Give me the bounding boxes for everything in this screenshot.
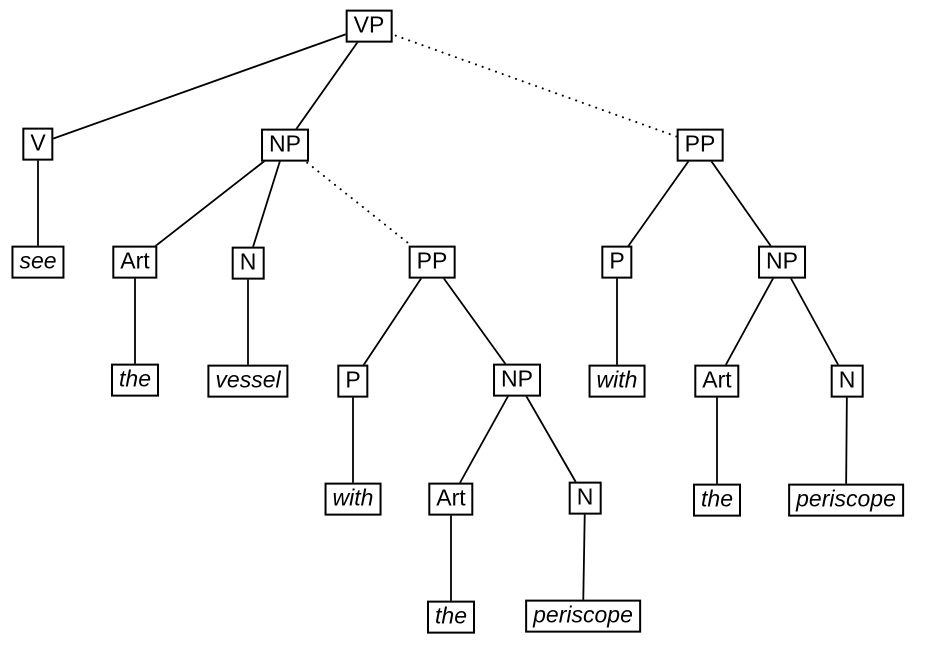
tree-node-art2: Art <box>428 482 474 516</box>
leaf-word-with2: with <box>588 364 646 398</box>
tree-node-p2: P <box>601 245 633 279</box>
tree-node-n3: N <box>830 364 864 398</box>
tree-edge-pp1-np2 <box>431 261 518 381</box>
tree-node-art3: Art <box>694 364 740 398</box>
tree-edge-vp-np1 <box>284 25 370 146</box>
tree-edge-np3-n3 <box>781 261 848 382</box>
tree-edge-pp2-np3 <box>699 144 783 263</box>
tree-node-n2: N <box>568 481 602 515</box>
tree-edge-n3-periscope3 <box>845 380 848 501</box>
tree-edge-np2-art2 <box>450 379 518 500</box>
tree-node-np2: NP <box>493 363 541 397</box>
tree-edge-n2-periscope2 <box>582 497 586 617</box>
leaf-word-vessel: vessel <box>207 364 289 398</box>
tree-edge-np1-art1 <box>134 144 286 263</box>
tree-node-pp2: PP <box>676 128 724 162</box>
tree-node-pp1: PP <box>408 245 456 279</box>
tree-edge-dotted-np1-pp1 <box>284 144 433 263</box>
leaf-word-see: see <box>11 245 65 279</box>
tree-edge-np2-n2 <box>516 379 586 499</box>
tree-edge-vp-v <box>37 25 370 145</box>
tree-node-np3: NP <box>758 245 806 279</box>
leaf-word-periscope2: periscope <box>525 599 641 633</box>
tree-edge-pp1-p1 <box>352 261 433 382</box>
tree-node-n1: N <box>231 246 265 280</box>
tree-edge-np3-art3 <box>716 261 783 382</box>
leaf-word-the3: the <box>693 483 741 517</box>
tree-node-vp: VP <box>345 9 393 43</box>
leaf-word-the1: the <box>111 363 159 397</box>
tree-edge-pp2-p2 <box>616 144 701 263</box>
leaf-word-the2: the <box>427 600 475 634</box>
tree-edge-dotted-vp-pp2 <box>368 25 701 146</box>
tree-edge-np1-n1 <box>247 144 286 264</box>
tree-node-art1: Art <box>112 245 158 279</box>
leaf-word-with1: with <box>324 482 382 516</box>
tree-node-p1: P <box>337 364 369 398</box>
tree-node-v: V <box>22 127 54 161</box>
tree-node-np1: NP <box>261 128 309 162</box>
leaf-word-periscope3: periscope <box>788 483 904 517</box>
